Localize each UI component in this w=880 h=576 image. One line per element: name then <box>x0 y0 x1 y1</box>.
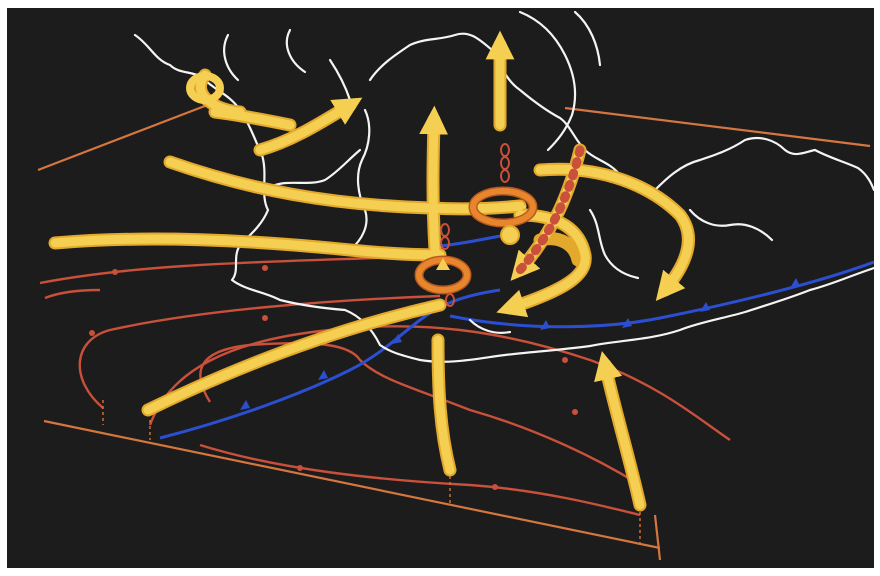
cloud-upper-billow <box>518 10 577 152</box>
cloud-left-swirl-2 <box>285 28 307 74</box>
ground-edge-right <box>653 514 662 561</box>
updraft-arrow-icon <box>143 300 445 415</box>
updraft-arrow-icon <box>255 97 363 155</box>
supercell-airflow-diagram <box>7 8 874 568</box>
vortex-chain <box>440 143 510 307</box>
cloud-inner-1 <box>348 108 371 252</box>
updraft-arrow-icon <box>433 335 455 475</box>
ground-edge-upper-right <box>564 106 871 148</box>
cloud-inner-3 <box>588 208 640 280</box>
cloud-inner-4 <box>688 208 774 242</box>
inflow-streamline-6 <box>199 443 641 517</box>
downdraft-stripes <box>515 145 585 275</box>
ground-edge-front <box>43 419 661 550</box>
updraft-arrow-icon <box>50 234 445 260</box>
cloud-inner-6 <box>468 318 512 334</box>
low-level-inflow-streamlines <box>39 254 731 517</box>
updraft-arrow-icon <box>419 105 449 255</box>
cloud-left-swirl-3 <box>328 58 352 102</box>
inflow-streamline-3 <box>148 325 731 441</box>
cloud-inner-2 <box>273 148 362 187</box>
gust-front-line-mid <box>439 234 501 248</box>
cloud-upper-billow-2 <box>573 10 602 67</box>
updraft-loop <box>186 72 224 104</box>
updraft-arrow-icon <box>594 350 645 510</box>
ground-plane <box>37 102 871 561</box>
ground-drop-lines <box>102 400 641 545</box>
downdraft-arrow-icon <box>535 164 693 302</box>
inflow-streamline-4 <box>199 341 641 487</box>
ground-edge-upper-left <box>37 102 211 172</box>
gust-front-line-right <box>449 260 874 329</box>
cloud-left-swirl-1 <box>223 33 240 82</box>
mesocyclone-ring-icon <box>414 186 538 295</box>
inflow-streamline-5 <box>44 288 101 300</box>
inflow-streamline-2 <box>78 294 441 409</box>
